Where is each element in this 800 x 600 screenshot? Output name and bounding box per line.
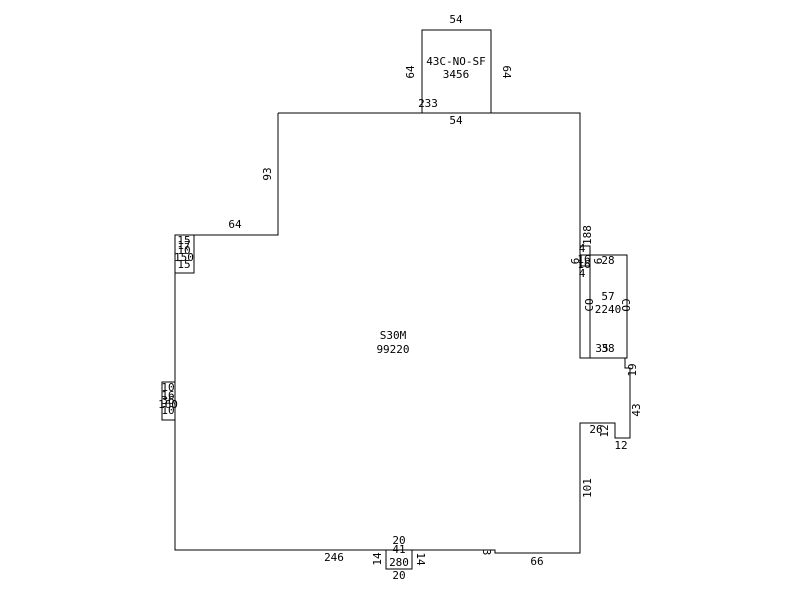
bottom-box-width: 41	[392, 543, 405, 556]
dim-12b: 12	[598, 424, 611, 437]
dim-12: 12	[614, 439, 627, 452]
dim-233: 233	[418, 97, 438, 110]
left-small-area: 150	[174, 251, 194, 264]
dim-93: 93	[261, 167, 274, 180]
left-small-bottom: 15	[177, 258, 190, 271]
right-box-top-dim: 28	[601, 254, 614, 267]
left-tiny-box	[161, 381, 176, 421]
left-tiny-top: 10	[161, 381, 174, 394]
dim-246: 246	[324, 551, 344, 564]
top-box-left-dim: 64	[404, 65, 417, 79]
bottom-box-top-dim: 20	[392, 534, 405, 547]
left-tiny-mid2: 36	[161, 394, 174, 407]
right-tiny-t4: 4	[579, 267, 586, 280]
main-building-outline	[174, 112, 631, 554]
left-tiny-bottom: 10	[161, 404, 174, 417]
left-small-mid1: 17	[177, 239, 190, 252]
top-box-code: 43C-NO-SF	[426, 55, 486, 68]
top-addition-box	[421, 29, 492, 114]
left-tiny-area: 160	[158, 398, 178, 411]
right-tiny-t3: 16	[577, 258, 590, 271]
dim-64: 64	[228, 218, 242, 231]
right-box-right-code: CO	[619, 298, 632, 311]
left-small-mid2: 10	[177, 244, 190, 257]
dim-101: 101	[581, 478, 594, 498]
right-addition-box	[589, 254, 628, 359]
dim-43: 43	[630, 403, 643, 416]
left-small-top: 15	[177, 234, 190, 247]
right-tiny-t1: 4	[579, 242, 586, 255]
right-tiny-right: 9	[591, 258, 604, 265]
right-box-bottom-dim2: 35	[595, 342, 608, 355]
right-tiny-box	[579, 245, 591, 267]
bottom-box-area: 280	[389, 556, 409, 569]
bottom-box-right-dim: 14	[414, 552, 427, 566]
left-tiny-mid1: 16	[161, 389, 174, 402]
bottom-addition-box	[385, 549, 413, 570]
right-box-area: 2240	[595, 303, 622, 316]
right-box-bottom-dim: 38	[601, 342, 614, 355]
dim-26: 26	[589, 423, 602, 436]
dim-66: 66	[530, 555, 543, 568]
dim-3: 3	[480, 549, 493, 556]
dim-19: 19	[626, 363, 639, 376]
top-box-bottom-dim: 54	[449, 114, 463, 127]
main-area-value: 99220	[376, 343, 409, 356]
top-box-top-dim: 54	[449, 13, 463, 26]
bottom-box-bottom-dim: 20	[392, 569, 405, 582]
right-tiny-left: 9	[568, 258, 581, 265]
top-box-right-dim: 64	[500, 65, 513, 79]
right-box-left-code: CO	[583, 298, 596, 311]
main-area-code: S30M	[380, 329, 407, 342]
top-box-area: 3456	[443, 68, 470, 81]
dim-188: 188	[581, 225, 594, 245]
left-small-box	[174, 234, 195, 274]
bottom-box-left-dim: 14	[371, 552, 384, 566]
right-box-side-dim: 57	[601, 290, 614, 303]
right-tiny-t2: 16	[577, 253, 590, 266]
